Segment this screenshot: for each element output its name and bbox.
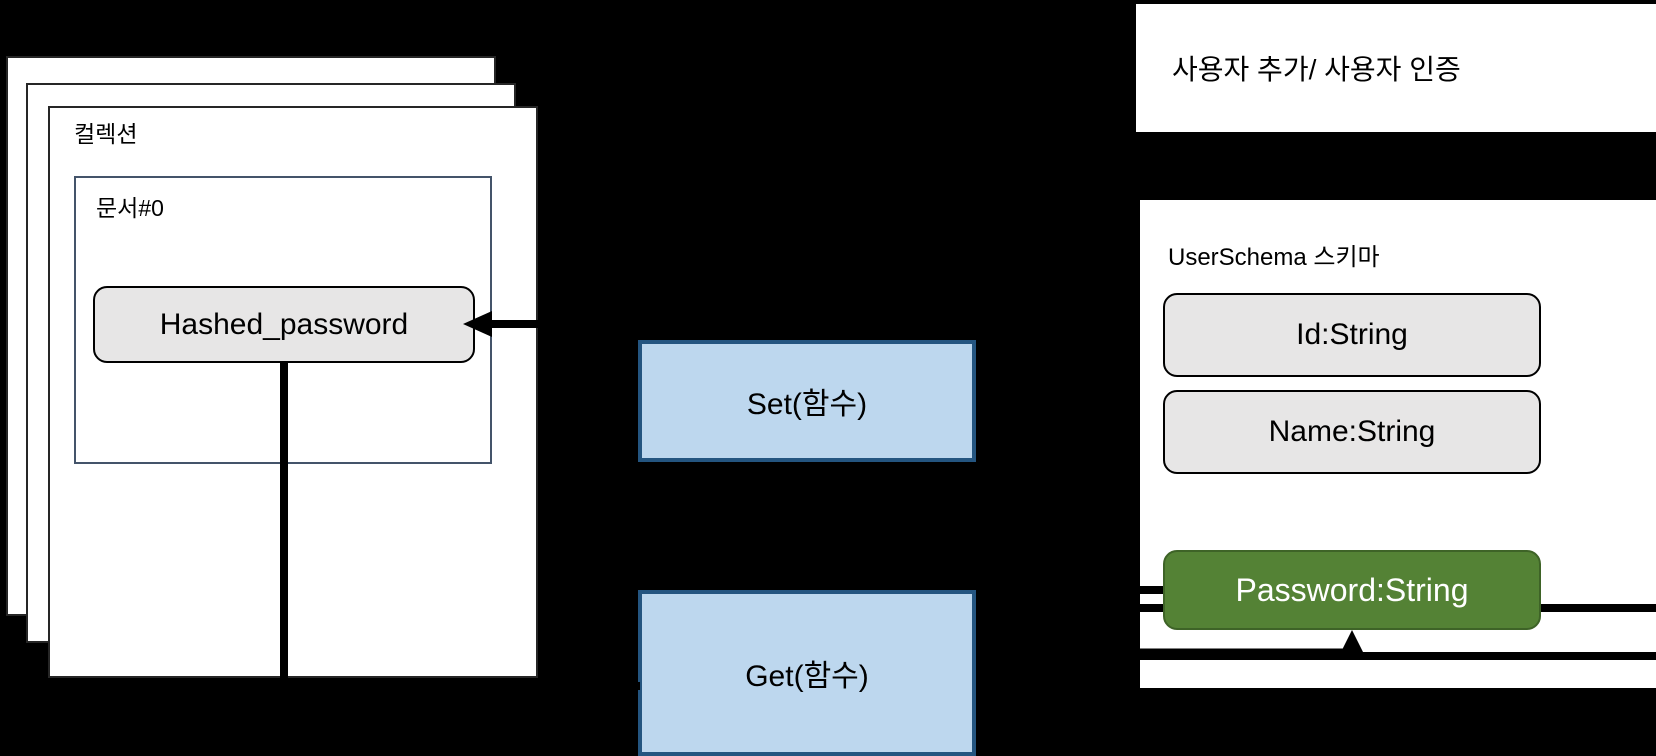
document-title: 문서#0 [96,195,164,221]
banner-panel [1136,4,1656,132]
function-box-set[interactable]: Set(함수) [638,340,976,462]
schema-field-name[interactable]: Name:String [1163,390,1541,474]
schema-title: UserSchema 스키마 [1168,244,1380,271]
schema-field-password[interactable]: Password:String [1163,550,1541,630]
schema-panel-foot [1140,660,1656,688]
field-hashed-password[interactable]: Hashed_password [93,286,475,363]
collection-title: 컬렉션 [74,121,138,147]
schema-field-id[interactable]: Id:String [1163,293,1541,377]
function-box-get[interactable]: Get(함수) [638,590,976,756]
banner-label: 사용자 추가/ 사용자 인증 [1172,54,1461,85]
